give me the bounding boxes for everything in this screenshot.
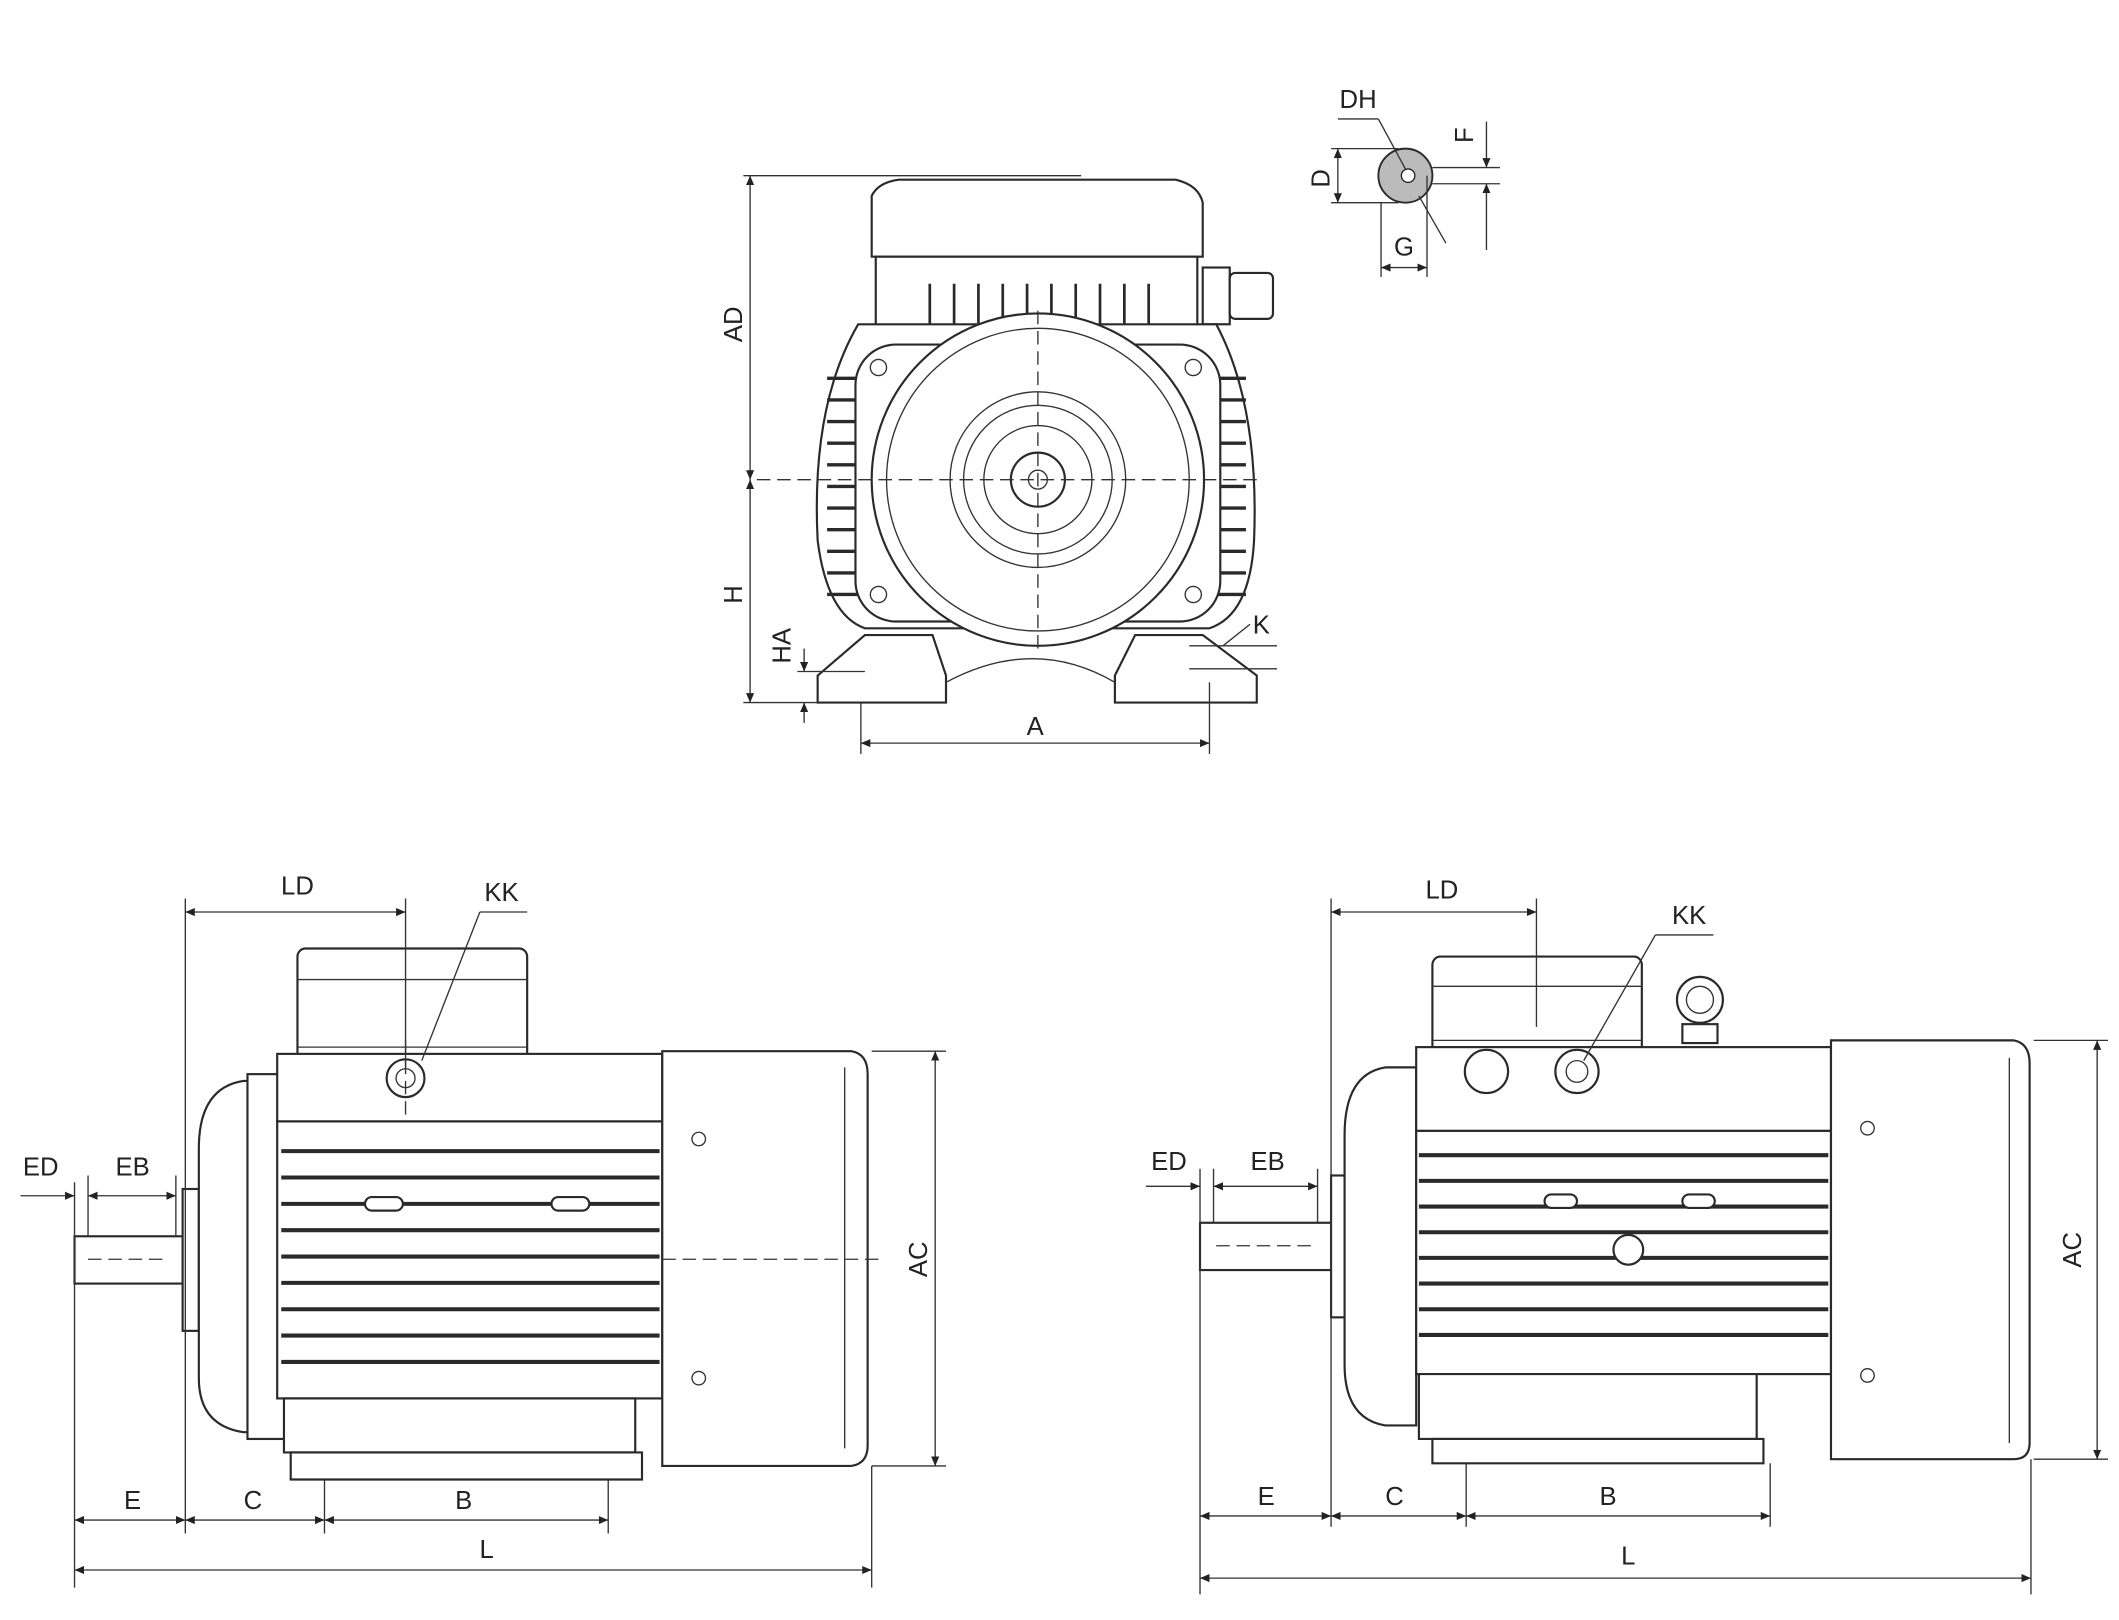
label-EB: EB [1250, 1148, 1284, 1176]
foot [1431, 1437, 1765, 1465]
cable-gland [1463, 1048, 1510, 1095]
left-foot [816, 633, 948, 704]
finned-body [276, 1120, 664, 1400]
label-AC: AC [2059, 1232, 2087, 1268]
label-ED: ED [23, 1153, 59, 1181]
cable-gland-kk [1554, 1048, 1600, 1095]
shaft [73, 1235, 184, 1285]
label-LD: LD [1425, 876, 1458, 904]
label-EB: EB [116, 1153, 150, 1181]
label-AD: AD [720, 306, 748, 342]
label-F: F [1451, 127, 1479, 143]
fan-cover [1829, 1039, 2031, 1461]
label-KK: KK [484, 879, 518, 907]
foot [289, 1451, 644, 1481]
bolt-hole [1184, 585, 1203, 604]
bolt-hole [869, 585, 888, 604]
label-AC: AC [905, 1241, 933, 1277]
label-K: K [1253, 612, 1270, 640]
shaft-key-detail: D DH F G [1308, 86, 1500, 277]
terminal-box [870, 178, 1204, 258]
label-HA: HA [769, 627, 797, 664]
label-A: A [1027, 713, 1045, 741]
foot-base [282, 1397, 637, 1454]
label-LD: LD [281, 872, 314, 900]
label-B: B [455, 1487, 472, 1515]
label-G: G [1394, 233, 1414, 261]
bolt-hole [1184, 358, 1203, 377]
label-ED: ED [1151, 1148, 1187, 1176]
foot-base [1417, 1373, 1758, 1441]
bolt-hole [869, 358, 888, 377]
label-L: L [479, 1536, 493, 1564]
label-B: B [1599, 1483, 1616, 1511]
end-shield [1343, 1066, 1418, 1427]
label-E: E [124, 1487, 141, 1515]
label-E: E [1258, 1483, 1275, 1511]
label-KK: KK [1672, 902, 1706, 930]
right-foot [1113, 633, 1258, 704]
side-view-right: LD KK ED EB AC E C B L [1145, 876, 2108, 1595]
label-D: D [1308, 169, 1336, 188]
cable-gland [1228, 271, 1275, 320]
side-view-left: LD KK ED EB AC E C B L [20, 872, 947, 1588]
cable-gland-nut [1201, 266, 1231, 326]
lifting-eye [1675, 975, 1724, 1024]
label-L: L [1621, 1543, 1635, 1571]
label-C: C [1385, 1483, 1404, 1511]
label-C: C [244, 1487, 263, 1515]
earth-terminal [1612, 1233, 1645, 1266]
label-DH: DH [1340, 86, 1377, 114]
front-view: AD H HA A K [720, 174, 1278, 754]
label-H: H [720, 585, 748, 604]
